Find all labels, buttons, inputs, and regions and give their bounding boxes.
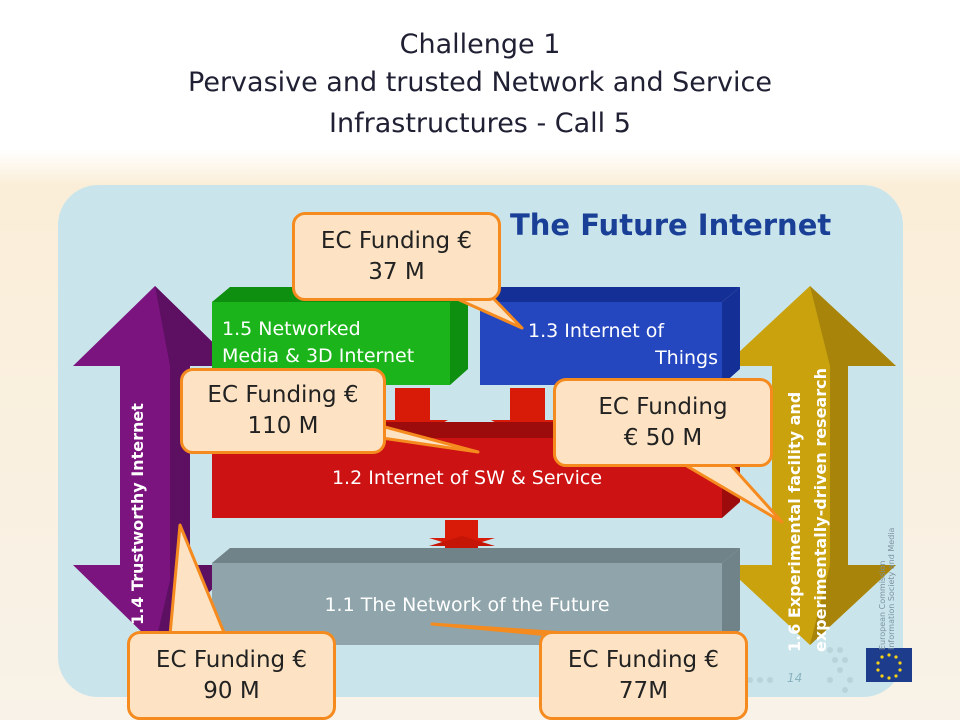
ec-logo-line-2: Information Society and Media — [887, 527, 896, 650]
ec-logo-text: European Commission Information Society … — [878, 528, 896, 650]
slide-title: Challenge 1 Pervasive and trusted Networ… — [0, 26, 960, 143]
bubble-trustworthy-line-1: EC Funding € — [155, 646, 308, 673]
decorative-dots — [747, 647, 853, 693]
box-network-future-label: 1.1 The Network of the Future — [324, 594, 610, 616]
experimental-line-2: experimentally-driven research — [811, 368, 830, 652]
bubble-trustworthy-amount: 90 M — [203, 677, 260, 704]
funding-bubble-network: EC Funding € 77M — [539, 631, 748, 720]
experimental-arrow-shade — [810, 286, 896, 645]
trustworthy-arrow-label: 1.4 Trustworthy Internet — [128, 403, 147, 625]
trustworthy-double-arrow — [73, 286, 237, 645]
title-line-1: Challenge 1 — [399, 29, 561, 60]
title-line-2: Pervasive and trusted Network and Servic… — [188, 67, 772, 98]
box-internet-of-things-label: 1.3 Internet of Things — [528, 318, 718, 372]
experimental-double-arrow — [724, 286, 896, 645]
bubble-network-amount: 77M — [618, 677, 669, 704]
bubble-iot-line-1: EC Funding € — [320, 227, 473, 254]
bubble-experimental-amount: € 50 M — [623, 424, 703, 451]
box-15-line-2: Media & 3D Internet — [222, 345, 415, 367]
experimental-line-1: 1.6 Experimental facility and — [785, 391, 804, 652]
bubble-tails — [168, 296, 784, 638]
box-15-side-face — [450, 287, 468, 385]
box-11-top-face — [212, 548, 740, 563]
title-line-3: Infrastructures - Call 5 — [329, 108, 631, 139]
box-sw-services-label: 1.2 Internet of SW & Service — [331, 467, 603, 489]
trustworthy-arrow-shade — [155, 286, 237, 645]
funding-bubble-iot: EC Funding € 37 M — [292, 212, 501, 301]
bubble-experimental-line-1: EC Funding — [598, 393, 728, 420]
box-networked-media-label: 1.5 Networked Media & 3D Internet — [222, 316, 462, 370]
box-13-side-face — [722, 287, 740, 385]
funding-bubble-sw: EC Funding € 110 M — [180, 368, 386, 454]
box-11-side-face — [722, 548, 740, 645]
funding-bubble-experimental: EC Funding € 50 M — [553, 378, 773, 467]
box-13-front-face — [480, 302, 722, 385]
box-13-line-2: Things — [655, 347, 718, 369]
bubble-iot-amount: 37 M — [368, 258, 425, 285]
experimental-arrow-label: 1.6 Experimental facility and experiment… — [782, 272, 834, 652]
funding-bubble-trustworthy: EC Funding € 90 M — [127, 631, 336, 720]
panel-title: The Future Internet — [510, 208, 832, 242]
bubble-network-line-1: EC Funding € — [567, 646, 720, 673]
page-number: 14 — [787, 671, 803, 685]
box-15-line-1: 1.5 Networked — [222, 318, 361, 340]
eu-stars-icon — [876, 653, 902, 680]
box-13-line-1: 1.3 Internet of — [528, 320, 665, 342]
bubble-sw-amount: 110 M — [247, 413, 319, 439]
ec-logo-line-1: European Commission — [878, 560, 887, 650]
box-13-top-face — [480, 287, 740, 302]
bubble-sw-line-1: EC Funding € — [207, 382, 359, 408]
